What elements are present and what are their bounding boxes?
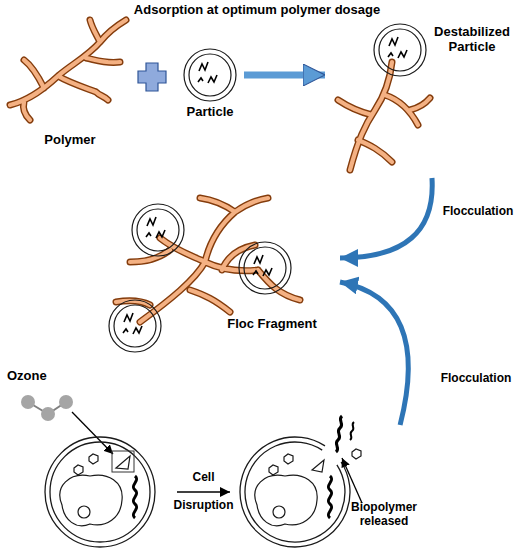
- released-fragment: [352, 449, 361, 459]
- cell-node: Ozone: [5, 365, 177, 550]
- organelle: [116, 456, 130, 469]
- leader-arrow: [342, 458, 362, 503]
- particle-node: Particle: [176, 45, 244, 121]
- disrupted-cell: [240, 416, 362, 547]
- particle-symbol: [374, 24, 426, 76]
- broken-cell-membrane: [245, 442, 345, 542]
- cell-membrane: [50, 442, 150, 542]
- floc-fragment-node: Floc Fragment: [100, 195, 340, 345]
- highlight-box: [112, 451, 134, 472]
- edge-label: Flocculation: [440, 372, 512, 386]
- oxygen-atom: [59, 395, 73, 409]
- diagram-title: Adsorption at optimum polymer dosage: [100, 3, 414, 18]
- flow-arrow: [177, 491, 230, 493]
- intact-cell: [45, 437, 155, 547]
- released-biopolymer: [336, 416, 342, 452]
- broken-cell-wall: [240, 437, 350, 547]
- edge-label: Cell Disruption: [168, 464, 240, 520]
- flow-arrow: [340, 178, 432, 258]
- flow-arrow: [340, 282, 408, 425]
- node-label: Biopolymer released: [338, 501, 430, 529]
- released-biopolymer: [350, 422, 354, 440]
- polymer-outline: [116, 198, 300, 322]
- edge-label: Flocculation: [442, 205, 514, 219]
- flow-arrow: [244, 71, 325, 78]
- destabilized-particle: [338, 24, 430, 170]
- oxygen-atom: [21, 395, 35, 409]
- node-label: Floc Fragment: [212, 317, 332, 332]
- plus-sign: [138, 63, 166, 91]
- polymer-outline: [338, 62, 430, 170]
- node-label: Ozone: [7, 369, 67, 384]
- ozone-molecule: [21, 395, 113, 454]
- cell-contents: [60, 454, 137, 526]
- particle-symbol: [184, 49, 236, 101]
- node-label: Polymer: [0, 133, 140, 148]
- node-label: Particle: [176, 105, 244, 120]
- particle-symbol: [239, 242, 291, 294]
- polymer-outline: [10, 20, 126, 120]
- organelle: [312, 460, 324, 472]
- polymer-fill: [10, 20, 126, 120]
- particle-symbol: [109, 300, 161, 352]
- disrupted-cell-node: Biopolymer released: [230, 425, 455, 550]
- node-label: Destabilized Particle: [431, 25, 513, 55]
- oxygen-atom: [41, 407, 55, 421]
- free-polymer: [10, 20, 126, 120]
- polymer-node: Polymer: [0, 15, 140, 155]
- polymer-fill: [116, 198, 300, 322]
- destabilized-particle-node: Destabilized Particle: [325, 15, 514, 178]
- cell-wall: [45, 437, 155, 547]
- polymer-fill: [338, 62, 430, 170]
- cell-contents: [255, 454, 332, 526]
- particle-symbol: [132, 204, 184, 256]
